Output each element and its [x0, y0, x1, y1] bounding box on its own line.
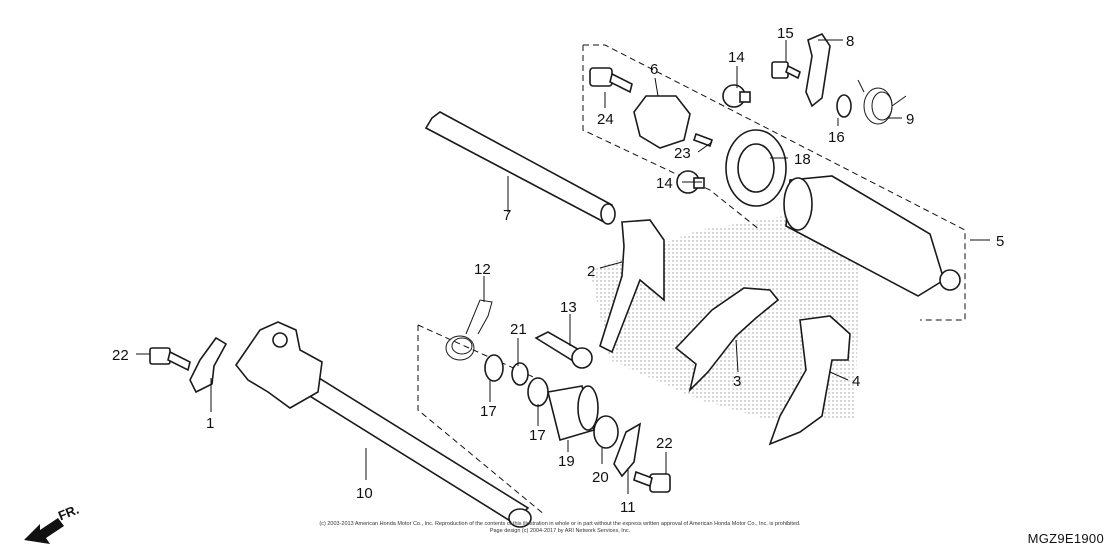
- callout-22-left: 22: [112, 347, 129, 364]
- callout-22-right: 22: [656, 435, 673, 452]
- callout-3: 3: [733, 373, 741, 390]
- callout-20: 20: [592, 469, 609, 486]
- callout-7: 7: [503, 207, 511, 224]
- front-direction-arrow: [24, 518, 64, 544]
- callout-17-b: 17: [529, 427, 546, 444]
- part-15-bolt[interactable]: [771, 61, 801, 80]
- callout-11: 11: [620, 499, 636, 516]
- part-17-washer-b[interactable]: [527, 377, 549, 407]
- callout-labels: 1 2 3 4 5 6 7 8 9 10 11 12 13 14 14 15 1…: [112, 25, 1004, 516]
- callout-23: 23: [674, 145, 691, 162]
- callout-17-a: 17: [480, 403, 497, 420]
- part-1-bracket[interactable]: [189, 336, 228, 394]
- part-5-shift-drum[interactable]: [783, 175, 961, 297]
- callout-1: 1: [206, 415, 214, 432]
- part-4-shift-fork[interactable]: [768, 315, 851, 446]
- part-7-fork-shaft[interactable]: [424, 111, 616, 225]
- copyright-line-2: Page design (c) 2004-2017 by ARI Network…: [489, 528, 631, 534]
- part-18-bearing[interactable]: [725, 129, 787, 207]
- part-23-dowel-pin[interactable]: [692, 132, 714, 148]
- part-10-gearshift-spindle[interactable]: [235, 321, 532, 528]
- part-22-bolt-right[interactable]: [633, 470, 671, 493]
- part-13-pivot-bolt[interactable]: [534, 331, 593, 369]
- callout-10: 10: [356, 485, 373, 502]
- callout-21: 21: [510, 321, 527, 338]
- part-12-return-spring[interactable]: [445, 299, 493, 361]
- copyright-line-1: (c) 2003-2013 American Honda Motor Co., …: [319, 521, 801, 527]
- leader-lines: [136, 39, 990, 494]
- callout-13: 13: [560, 299, 577, 316]
- callout-15: 15: [777, 25, 794, 42]
- copyright-notice: (c) 2003-2013 American Honda Motor Co., …: [255, 521, 865, 535]
- part-2-shift-fork[interactable]: [599, 219, 665, 354]
- callout-19: 19: [558, 453, 575, 470]
- callout-14-mid: 14: [656, 175, 673, 192]
- part-17-washer-a[interactable]: [484, 354, 504, 382]
- callout-16: 16: [828, 129, 845, 146]
- callout-9: 9: [906, 111, 914, 128]
- callout-24: 24: [597, 111, 614, 128]
- part-9-spring[interactable]: [857, 79, 907, 125]
- assembly-frame-top: [582, 44, 966, 321]
- part-21-circlip[interactable]: [511, 362, 529, 386]
- part-3-shift-fork[interactable]: [674, 287, 780, 393]
- drawing-code: MGZ9E1900: [1027, 531, 1104, 546]
- part-14-collar-top[interactable]: [722, 84, 751, 108]
- callout-4: 4: [852, 373, 860, 390]
- part-24-bolt[interactable]: [589, 67, 633, 94]
- part-8-stopper-arm[interactable]: [805, 33, 831, 108]
- callout-2: 2: [587, 263, 595, 280]
- callout-8: 8: [846, 33, 854, 50]
- callout-14-top: 14: [728, 49, 745, 66]
- part-22-bolt-left[interactable]: [149, 347, 191, 372]
- callout-12: 12: [474, 261, 491, 278]
- callout-18: 18: [794, 151, 811, 168]
- part-16-washer[interactable]: [836, 94, 852, 118]
- part-6-drum-center[interactable]: [633, 95, 691, 149]
- part-20-oil-seal[interactable]: [593, 415, 619, 449]
- callout-6: 6: [650, 61, 658, 78]
- callout-5: 5: [996, 233, 1004, 250]
- part-19-needle-bearing[interactable]: [547, 385, 599, 442]
